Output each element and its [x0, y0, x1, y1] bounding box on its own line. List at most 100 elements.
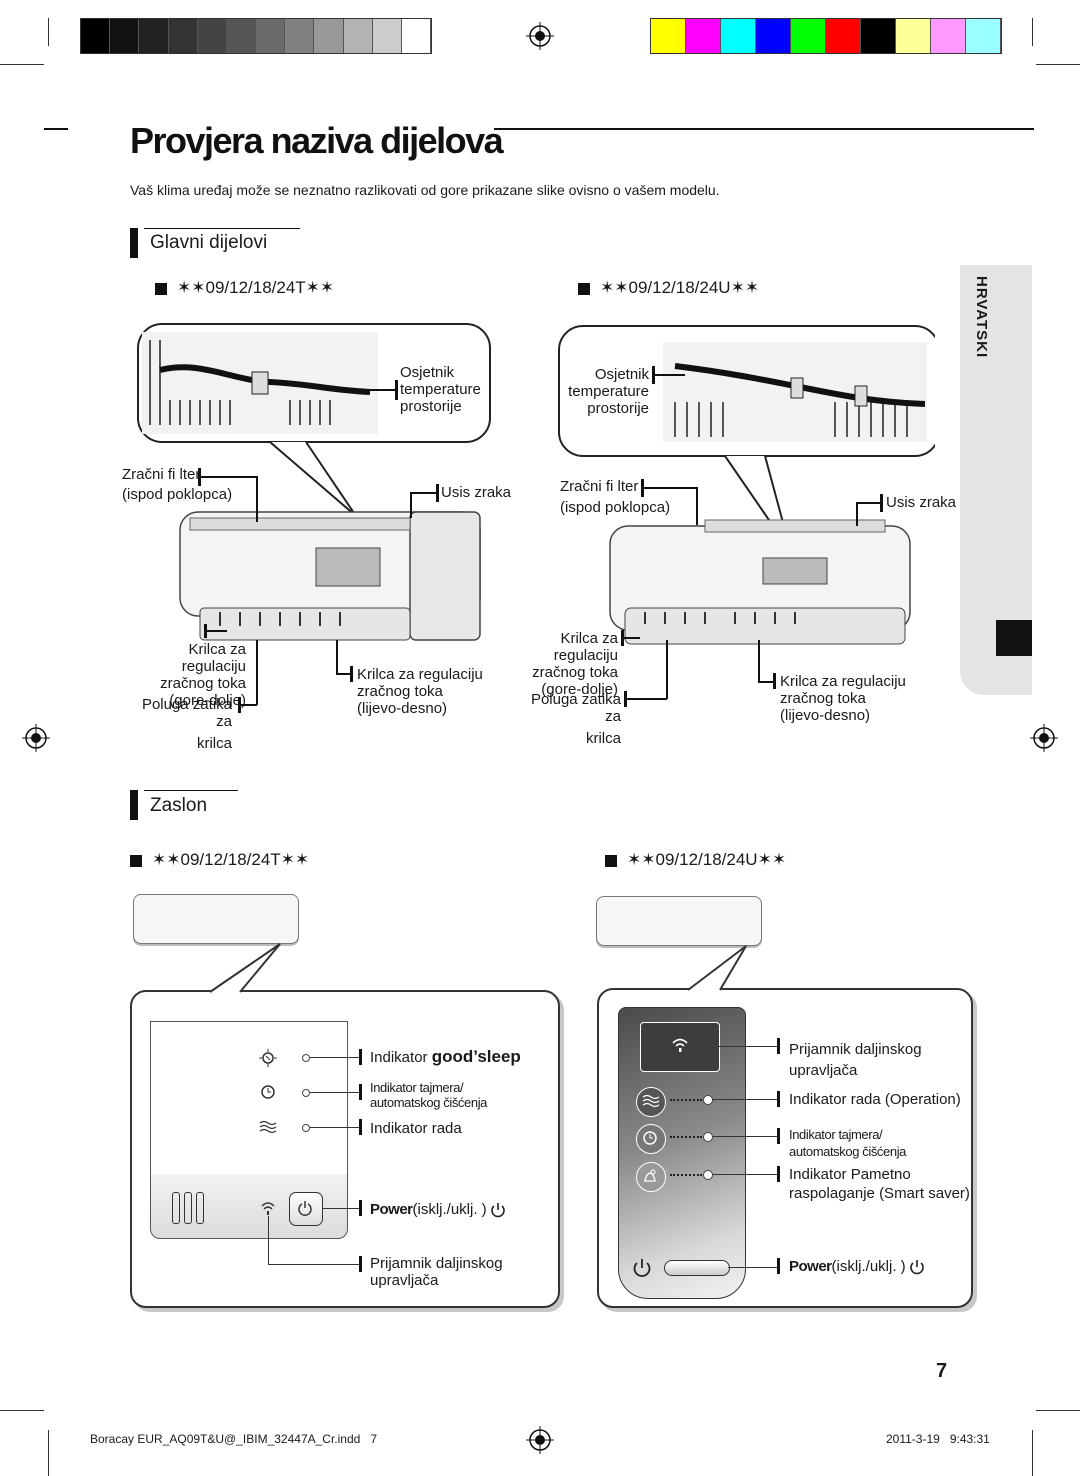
- label-updown-t: Krilca za regulaciju zračnog toka (gore-…: [160, 641, 246, 709]
- leader-mark: [359, 1119, 362, 1135]
- leader-line: [268, 1264, 360, 1265]
- intro-note: Vaš klima uređaj može se neznatno razlik…: [130, 182, 720, 198]
- leader-line: [207, 630, 227, 632]
- leader-line: [696, 487, 698, 525]
- label-timer-t: Indikator tajmera/ automatskog čišćenja: [370, 1080, 488, 1110]
- label-sensor-u: Osjetnik temperature prostorije: [568, 366, 649, 417]
- label-intake-u: Usis zraka: [886, 494, 957, 511]
- power-icon: [298, 1201, 312, 1216]
- leader-line: [346, 389, 395, 391]
- section-rule: [144, 790, 238, 791]
- leader-line: [268, 1216, 269, 1264]
- leader-line: [718, 1046, 778, 1047]
- display-model-label-u: ✶✶09/12/18/24U✶✶: [605, 850, 786, 870]
- registration-crosshair-icon: [1030, 724, 1058, 752]
- remote-receiver-icon: [261, 1202, 275, 1215]
- power-icon: [633, 1259, 651, 1277]
- model-label-u: ✶✶09/12/18/24U✶✶: [578, 278, 759, 298]
- leader-line: [256, 640, 258, 705]
- label-filter-t: Zračni fi lter (ispod poklopca): [122, 466, 233, 503]
- indoor-unit-t-illustration: [137, 323, 491, 641]
- leader-line: [655, 374, 685, 376]
- leader-line: [713, 1136, 777, 1137]
- calibration-swatch: [686, 19, 721, 53]
- calibration-swatch: [861, 19, 896, 53]
- calibration-swatch: [401, 19, 432, 53]
- leader-mark: [395, 380, 398, 400]
- leader-mark: [238, 697, 241, 713]
- calibration-swatch: [314, 19, 344, 53]
- label-intake-t: Usis zraka: [441, 484, 512, 501]
- label-lever-u: Poluga zatika za krilca: [530, 691, 621, 747]
- label-updown-u: Krilca za regulaciju zračnog toka (gore-…: [532, 630, 618, 698]
- indoor-unit-u-illustration: [558, 325, 935, 645]
- leader-mark: [359, 1200, 362, 1216]
- leader-line: [322, 1208, 360, 1209]
- callout-pointer: [209, 943, 281, 993]
- page-number: 7: [936, 1360, 948, 1382]
- mini-unit-t: [133, 894, 299, 944]
- leader-line: [241, 704, 257, 706]
- calibration-swatch: [756, 19, 791, 53]
- color-calibration-bar: [650, 18, 1002, 54]
- leader-line: [758, 681, 773, 683]
- calibration-swatch: [168, 19, 198, 53]
- leader-mark: [777, 1166, 780, 1182]
- label-leftright-u: Krilca za regulaciju zračnog toka (lijev…: [780, 673, 906, 724]
- power-button-t[interactable]: [289, 1192, 323, 1226]
- leader-line: [336, 640, 338, 674]
- leader-line: [310, 1057, 360, 1058]
- section-bar: [130, 790, 138, 820]
- power-button-u[interactable]: [664, 1260, 730, 1276]
- calibration-swatch: [139, 19, 169, 53]
- leader-line: [670, 1174, 702, 1176]
- leader-line: [410, 492, 412, 518]
- led-dot: [703, 1095, 713, 1105]
- label-smart-saver-u: Indikator Pametno raspolaganje (Smart sa…: [789, 1166, 970, 1202]
- section-heading-display: Zaslon: [150, 795, 208, 816]
- title-rule: [494, 128, 1034, 130]
- leader-mark: [198, 468, 201, 486]
- leader-mark: [350, 666, 353, 682]
- leader-mark: [880, 494, 883, 512]
- label-remote-t: Prijamnik daljinskog upravljača: [370, 1255, 503, 1289]
- power-icon: [910, 1260, 924, 1275]
- label-operation-u: Indikator rada (Operation): [789, 1091, 961, 1108]
- calibration-swatch: [197, 19, 227, 53]
- leader-mark: [359, 1256, 362, 1272]
- leader-line: [670, 1099, 702, 1101]
- leader-mark: [204, 624, 207, 638]
- leader-mark: [777, 1038, 780, 1054]
- leader-line: [758, 640, 760, 682]
- leader-line: [644, 487, 697, 489]
- leader-line: [713, 1174, 777, 1175]
- leader-mark: [777, 1258, 780, 1274]
- remote-receiver-window: [640, 1022, 720, 1072]
- calibration-swatch: [81, 19, 111, 53]
- mini-unit-u: [596, 896, 762, 946]
- leader-line: [856, 502, 858, 526]
- timer-icon: [261, 1085, 275, 1099]
- callout-pointer: [687, 945, 747, 991]
- leader-line: [310, 1092, 360, 1093]
- footer-timestamp: 2011-3-19 9:43:31: [886, 1432, 990, 1446]
- label-lever-t: Poluga zatika za krilca: [141, 696, 232, 752]
- footer-filename: Boracay EUR_AQ09T&U@_IBIM_32447A_Cr.indd…: [90, 1432, 377, 1446]
- leader-mark: [359, 1084, 362, 1100]
- remote-receiver-icon: [672, 1038, 688, 1052]
- leader-line: [856, 502, 880, 504]
- calibration-swatch: [791, 19, 826, 53]
- timer-button-u: [636, 1124, 666, 1154]
- leader-mark: [436, 484, 439, 502]
- model-label-t: ✶✶09/12/18/24T✶✶: [155, 278, 334, 298]
- calibration-swatch: [966, 19, 1001, 53]
- leader-line: [256, 476, 258, 522]
- calibration-swatch: [226, 19, 257, 53]
- display-face-t: [150, 1021, 348, 1175]
- label-remote-u: Prijamnik daljinskog upravljača: [789, 1041, 922, 1079]
- leader-mark: [641, 479, 644, 497]
- calibration-swatch: [343, 19, 373, 53]
- section-bar: [130, 228, 138, 258]
- operation-button-u: [636, 1087, 666, 1117]
- smart-saver-button-u: [636, 1162, 666, 1192]
